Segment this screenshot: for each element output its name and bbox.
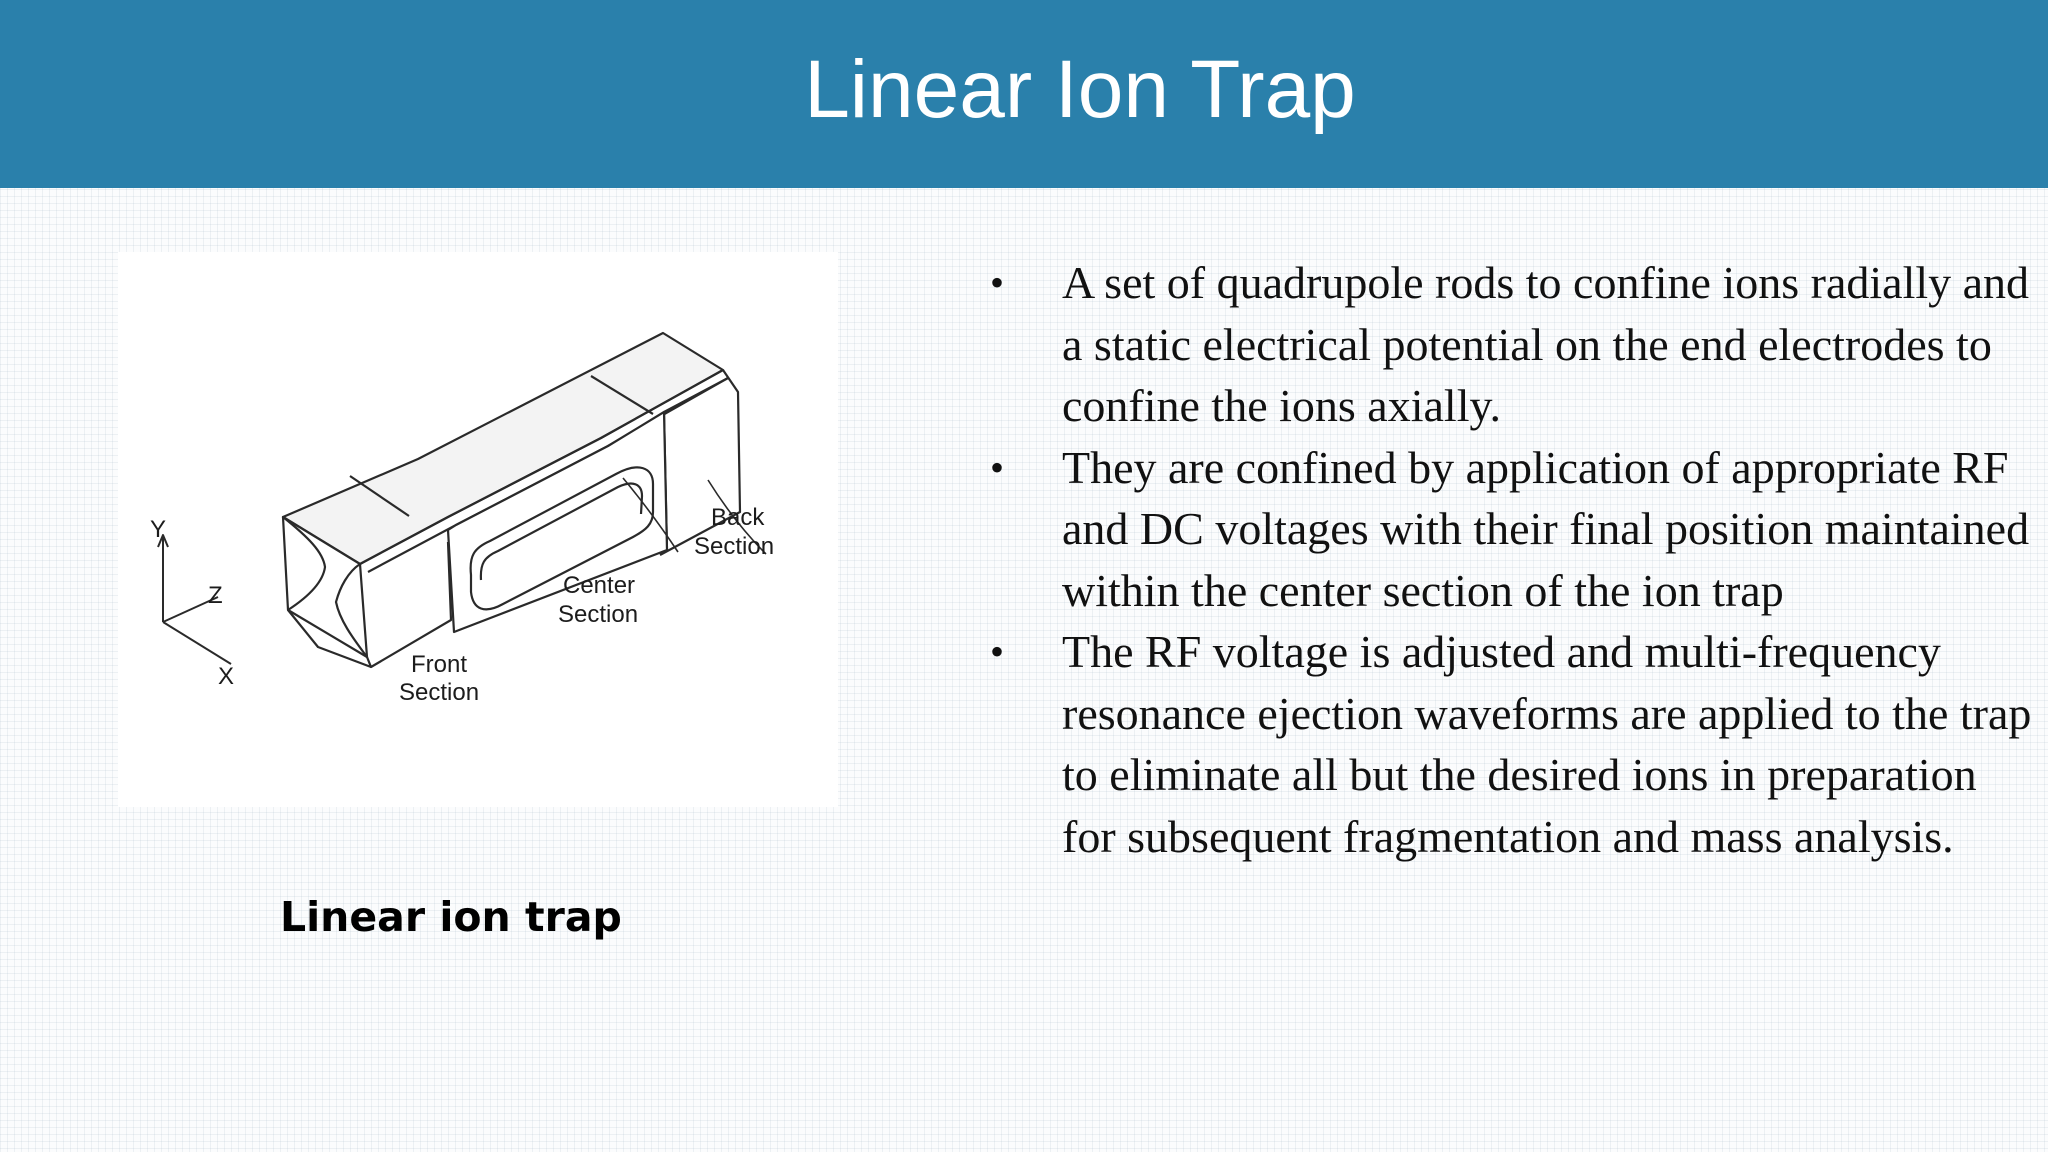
bullet-marker: • [990, 260, 1005, 305]
axis-z-label: Z [208, 582, 223, 609]
linear-ion-trap-figure: Z Y X Back Section Center Section Front … [118, 252, 838, 807]
bullet-text: They are confined by application of appr… [1062, 441, 2030, 616]
center-section-label-1: Center [563, 572, 635, 599]
bullet-item: • The RF voltage is adjusted and multi-f… [990, 621, 2035, 867]
title-bar: Linear Ion Trap [0, 0, 2048, 188]
bullet-text: A set of quadrupole rods to confine ions… [1062, 257, 2030, 431]
bullet-item: • A set of quadrupole rods to confine io… [990, 252, 2035, 437]
front-section-label-2: Section [399, 679, 479, 706]
bullet-marker: • [990, 444, 1005, 490]
figure-caption: Linear ion trap [280, 893, 622, 941]
trap-drawing [157, 331, 767, 669]
bullet-item: • They are confined by application of ap… [990, 437, 2035, 622]
front-section-label-1: Front [411, 651, 467, 678]
back-section-label-2: Section [694, 533, 774, 560]
ion-trap-diagram: Z Y X Back Section Center Section Front … [150, 331, 774, 706]
bullet-list: • A set of quadrupole rods to confine io… [990, 252, 2035, 867]
bullet-marker: • [990, 629, 1005, 674]
axis-y-label: Y [150, 516, 166, 543]
slide-title: Linear Ion Trap [804, 44, 1356, 135]
axis-x-label: X [218, 663, 234, 690]
back-section-label-1: Back [711, 504, 765, 531]
bullet-text: The RF voltage is adjusted and multi-fre… [1062, 626, 2032, 862]
center-section-label-2: Section [558, 601, 638, 628]
